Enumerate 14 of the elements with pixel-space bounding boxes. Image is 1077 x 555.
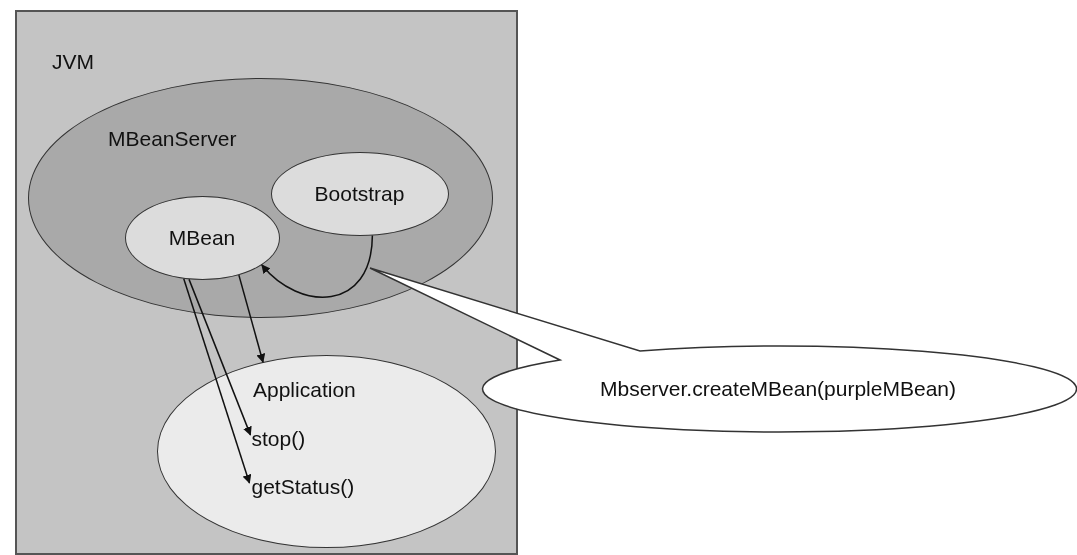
arrow — [188, 278, 252, 436]
node-label: JVM — [52, 50, 94, 74]
container-box — [15, 10, 518, 555]
method-label: getStatus() — [251, 474, 355, 499]
node-label: MBean — [168, 225, 236, 250]
arrow — [261, 234, 374, 298]
arrow — [238, 274, 266, 363]
callout-bubble — [368, 265, 1077, 435]
node-label: Bootstrap — [314, 181, 405, 206]
arrow — [183, 278, 252, 484]
node-label: Application — [253, 378, 356, 402]
method-label: stop() — [251, 426, 306, 451]
callout-text: Mbserver.createMBean(purpleMBean) — [600, 377, 956, 401]
node-label: MBeanServer — [108, 127, 237, 151]
